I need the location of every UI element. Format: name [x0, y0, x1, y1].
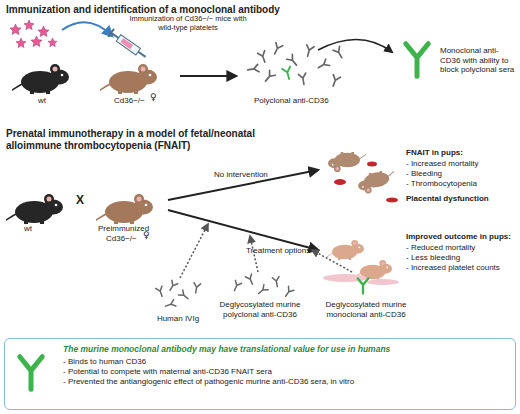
text-label: Monoclonal anti-CD36 with ability to blo…	[440, 46, 516, 75]
text-label: - Thrombocytopenia	[406, 179, 518, 189]
platelets	[10, 20, 57, 48]
cross-symbol: X	[76, 196, 90, 206]
monoclonal-antibody	[358, 278, 369, 293]
text-label: Polyclonal anti-CD36	[254, 96, 364, 106]
bullet-text: - Binds to human CD36	[63, 357, 507, 367]
dotted-arrow	[312, 250, 352, 272]
ivig-antibodies	[156, 280, 201, 309]
box-heading: The murine monoclonal antibody may have …	[63, 344, 507, 354]
caption-label: Human IVIg	[138, 314, 218, 324]
section-heading: Prenatal immunotherapy in a model of fet…	[6, 128, 296, 152]
text-label: - Less bleeding	[406, 253, 518, 263]
injection-arrow	[62, 22, 112, 36]
bold-label: Improved outcome in pups:	[406, 232, 518, 242]
text-label: - Bleeding	[406, 169, 518, 179]
text-label: - Reduced mortality	[406, 243, 518, 253]
cd36-mouse	[96, 64, 157, 94]
caption-label: Deglycosylated murine monoclonal anti-CD…	[318, 300, 414, 319]
wt-mouse	[2, 194, 63, 224]
info-box: The murine monoclonal antibody may have …	[4, 338, 516, 410]
small-label: Immunization of Cd36−/− mice with wild-t…	[124, 14, 252, 32]
text-label: No intervention	[214, 170, 304, 180]
bullet-text: - Potential to compete with maternal ant…	[63, 367, 507, 377]
sex-symbol: ♀	[150, 93, 164, 103]
monoclonal-antibody	[406, 44, 429, 77]
arrow	[180, 75, 236, 77]
arrow	[168, 210, 318, 250]
monoclonal-antibody	[20, 357, 43, 390]
green-antibody	[282, 67, 293, 81]
bullet-text: - Prevented the antiangiogenic effect of…	[63, 377, 507, 387]
healthy-pups	[323, 240, 399, 285]
text-label: - Increased platelet counts	[406, 263, 518, 273]
text-label: wt	[38, 96, 68, 106]
text-label: - Increased mortality	[406, 159, 518, 169]
bold-label: FNAIT in pups:	[406, 148, 518, 158]
bold-label: Placental dysfunction	[406, 194, 518, 204]
polyclonal-antibodies	[231, 274, 294, 298]
syringe	[107, 28, 148, 61]
text-label: wt	[24, 224, 54, 234]
cd36-mouse	[92, 194, 153, 224]
dead-pups	[328, 152, 400, 203]
dotted-arrow	[180, 224, 208, 278]
text-label: Preimmunized	[98, 224, 168, 234]
sex-symbol: ♀	[143, 231, 157, 241]
text-label: Treatment options	[246, 246, 326, 256]
polyclonal-antibodies	[247, 43, 345, 88]
arrow	[168, 170, 318, 200]
caption-label: Deglycosylated murine polyclonal anti-CD…	[214, 300, 306, 319]
wt-mouse	[8, 64, 69, 94]
selection-arrow	[318, 39, 392, 52]
